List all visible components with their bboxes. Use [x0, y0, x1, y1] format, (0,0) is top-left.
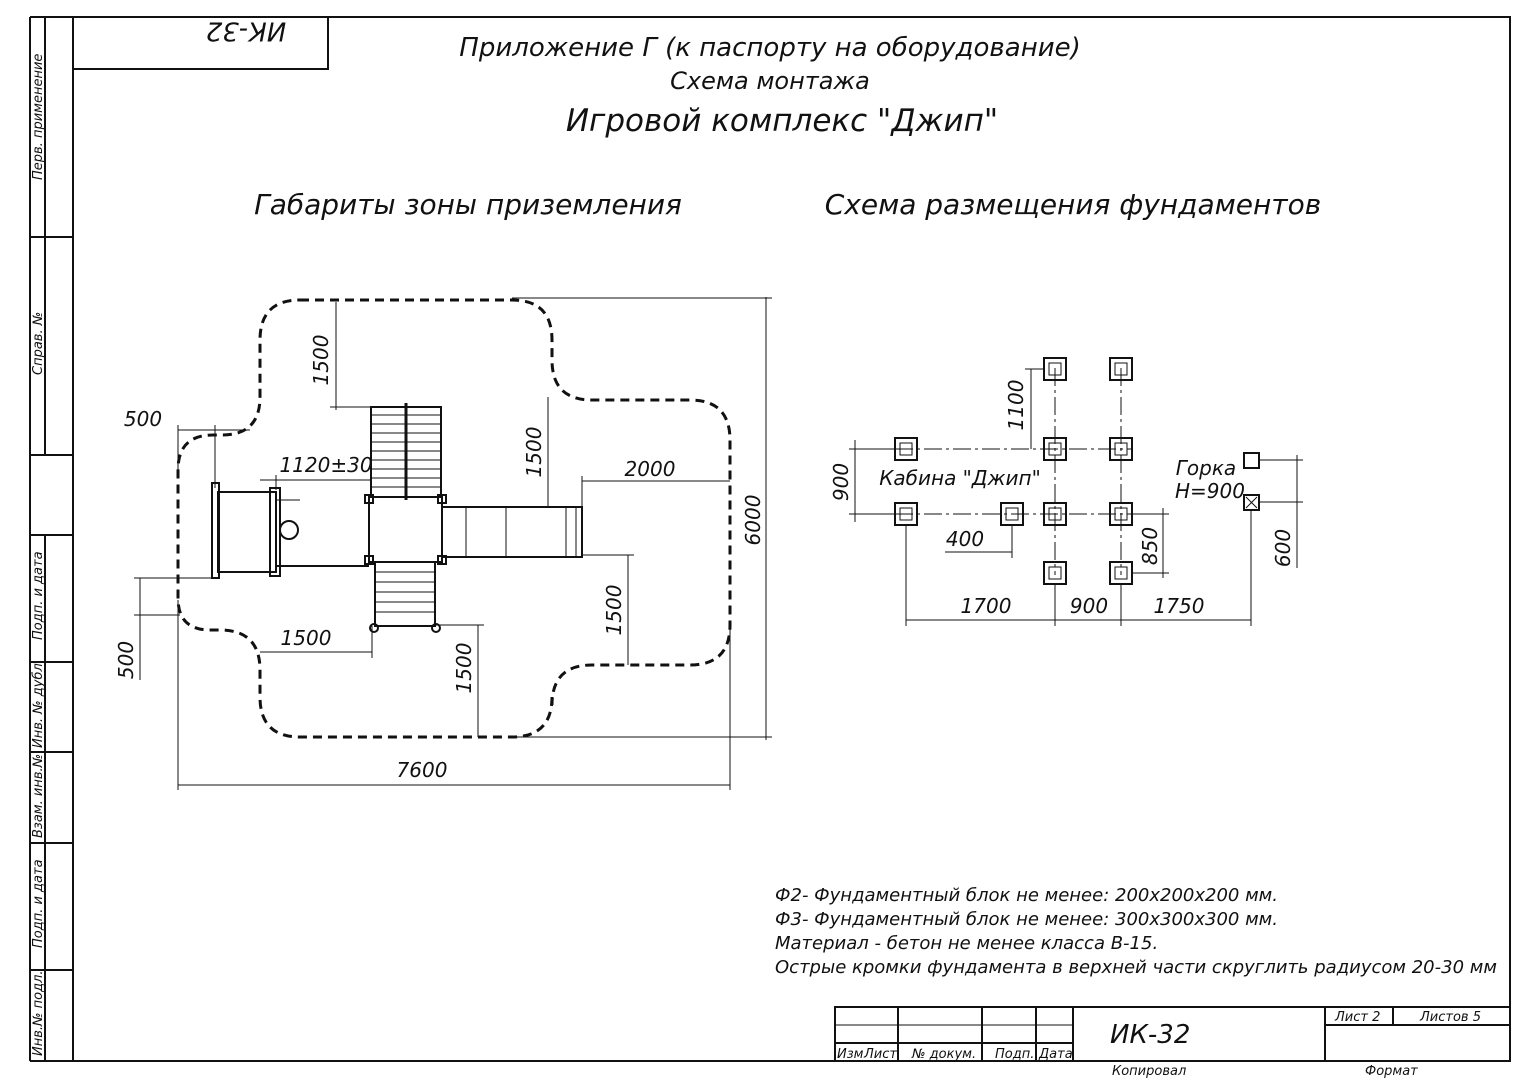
notes: Ф2- Фундаментный блок не менее: 200х200х…: [775, 885, 1497, 978]
play-complex-plan: [211, 403, 583, 633]
side-label-podp2: Подп. и дата: [31, 859, 46, 948]
jeep-cabin: [217, 491, 277, 573]
dim-1100: 1100: [1004, 380, 1028, 431]
dim-500-left: 500: [114, 641, 138, 679]
dim-7600: 7600: [397, 758, 448, 782]
tb-list: Лист: [863, 1047, 897, 1062]
header-line2: Схема монтажа: [670, 67, 870, 95]
dim-6000: 6000: [741, 495, 765, 546]
dim-400: 400: [946, 527, 984, 551]
side-label-sprav: Справ. №: [31, 312, 46, 375]
dim-850: 850: [1138, 527, 1162, 565]
dim-1120: 1120±30: [279, 453, 372, 477]
landing-zone-dimensions: [134, 297, 772, 790]
slide-label: Горка: [1176, 456, 1236, 480]
landing-zone-dimension-labels: 1500 500 1120±30 1500 2000 6000 1500 150…: [114, 335, 765, 782]
note-line: Острые кромки фундамента в верхней части…: [775, 957, 1497, 978]
title-block: Изм Лист № докум. Подп. Дата ИК-32 Лист …: [834, 1006, 1511, 1079]
cabin-label: Кабина "Джип": [879, 466, 1041, 490]
dim-1700: 1700: [961, 594, 1012, 618]
tb-listov: Листов 5: [1419, 1010, 1481, 1025]
dim-500-top: 500: [124, 407, 162, 431]
left-section-title: Габариты зоны приземления: [254, 188, 682, 221]
tb-data: Дата: [1038, 1047, 1073, 1062]
dim-1750: 1750: [1154, 594, 1205, 618]
slide-height-label: Н=900: [1175, 479, 1245, 503]
side-label-podp1: Подп. и дата: [31, 551, 46, 640]
foundation-block: [1043, 437, 1067, 461]
foundation-dimensions: [849, 368, 1303, 626]
foundation-block: [1109, 437, 1133, 461]
slide: [441, 506, 583, 558]
dim-1500-bottom-left: 1500: [281, 626, 332, 650]
note-line: Ф3- Фундаментный блок не менее: 300х300х…: [775, 909, 1278, 930]
dim-1500-right: 1500: [602, 585, 626, 636]
ladder: [374, 561, 436, 627]
dim-900-bottom: 900: [1070, 594, 1108, 618]
tb-n-dokum: № докум.: [911, 1047, 976, 1062]
side-label-inv-dubl: Инв. № дубл.: [31, 659, 46, 748]
platform: [368, 496, 443, 563]
foundation-labels: 1100 900 Кабина "Джип" Горка Н=900 400 8…: [829, 380, 1295, 618]
foundation-centerlines: [895, 368, 1132, 575]
note-line: Материал - бетон не менее класса В-15.: [775, 933, 1158, 954]
tb-izm: Изм: [837, 1047, 864, 1062]
dim-900-left: 900: [829, 463, 853, 501]
steering-wheel: [279, 520, 299, 540]
sheet-frame: [72, 16, 1511, 1062]
header-line3: Игровой комплекс "Джип": [566, 103, 998, 139]
slide-foundation-block: [1243, 452, 1260, 469]
right-section-title: Схема размещения фундаментов: [825, 188, 1321, 221]
tb-podp: Подп.: [995, 1047, 1034, 1062]
foundation-block: [1109, 357, 1133, 381]
slide-foundation-block: [1243, 494, 1260, 511]
dim-1500-mid: 1500: [522, 427, 546, 478]
top-stamp-box: [72, 16, 329, 70]
tb-code: ИК-32: [1110, 1020, 1190, 1050]
top-stamp-code: ИК-32: [206, 16, 286, 46]
foundation-block: [1043, 502, 1067, 526]
side-label-perv: Перв. применение: [31, 54, 46, 180]
dim-1500-bottom: 1500: [452, 643, 476, 694]
dim-600: 600: [1271, 529, 1295, 567]
tb-format: Формат: [1365, 1064, 1418, 1079]
header-line1: Приложение Г (к паспорту на оборудование…: [459, 33, 1080, 63]
dim-1500-top: 1500: [309, 335, 333, 386]
side-label-inv-podl: Инв.№ подл.: [31, 970, 46, 1056]
tb-kopiroval: Копировал: [1112, 1064, 1186, 1079]
note-line: Ф2- Фундаментный блок не менее: 200х200х…: [775, 885, 1278, 906]
dim-2000: 2000: [625, 457, 676, 481]
tb-list-n: Лист 2: [1334, 1010, 1380, 1025]
side-label-vzam: Взам. инв.№: [31, 754, 46, 838]
side-stamp: Перв. применение Справ. № Подп. и дата И…: [29, 16, 73, 1062]
